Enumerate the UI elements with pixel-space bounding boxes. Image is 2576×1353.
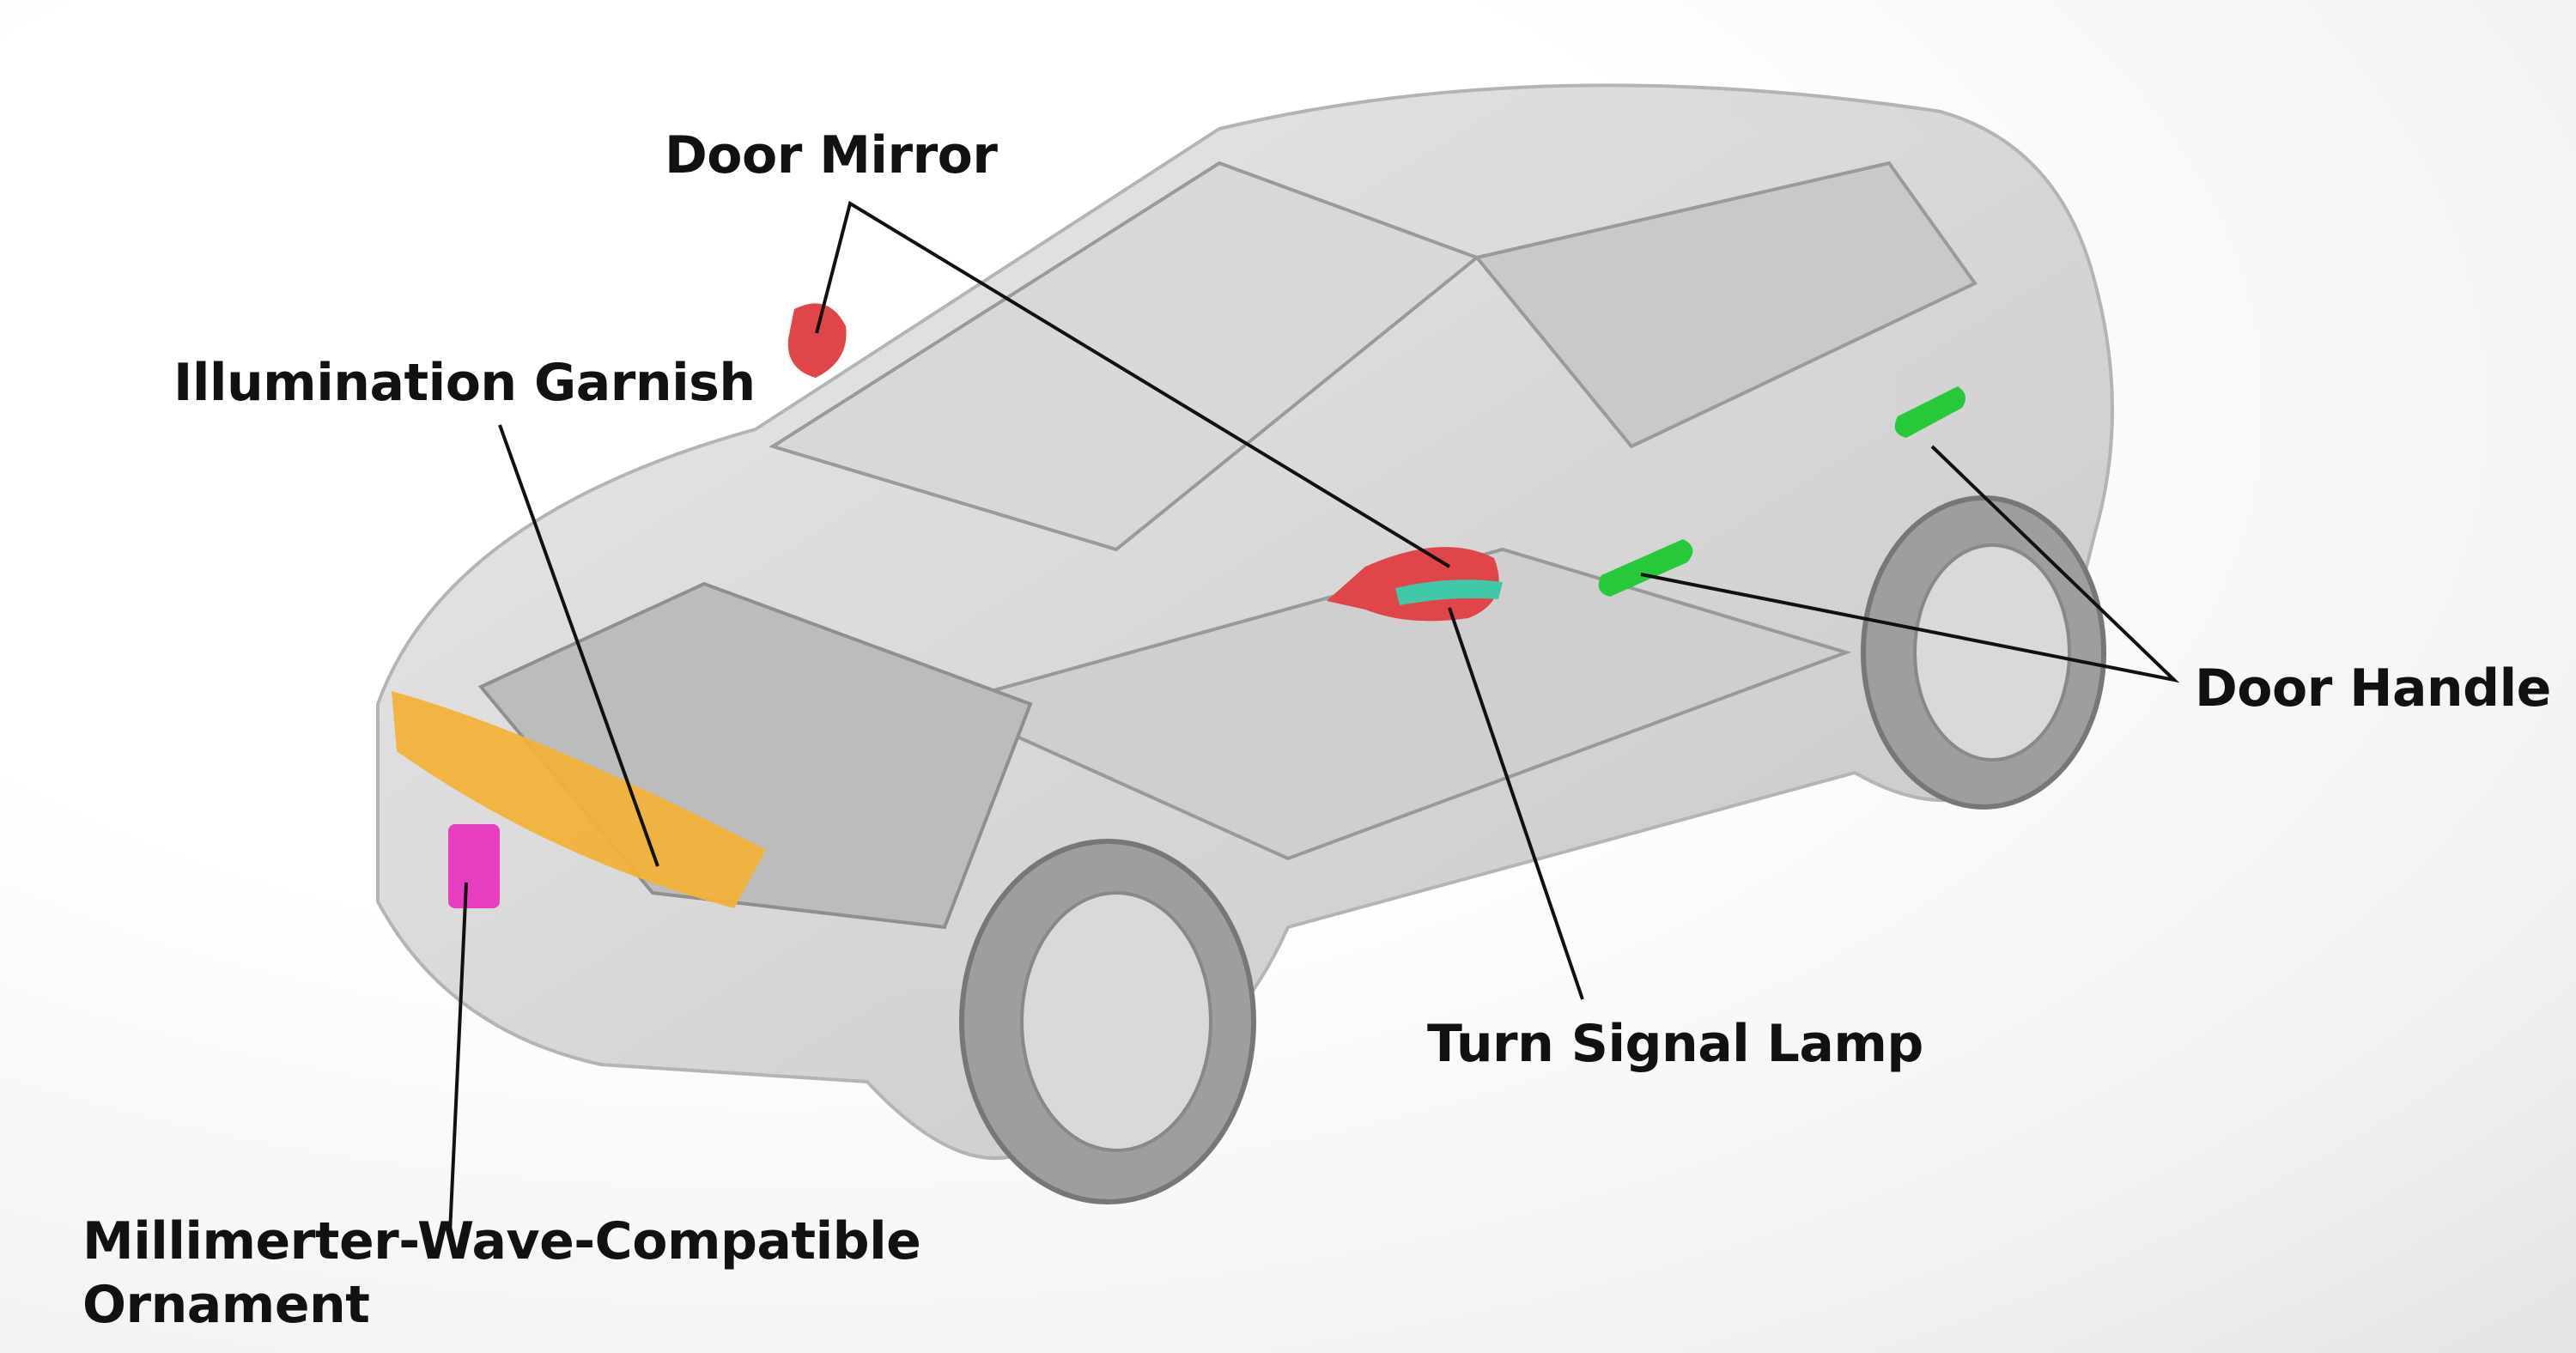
leader-illumination-garnish bbox=[498, 424, 659, 867]
label-illumination-garnish: Illumination Garnish bbox=[173, 353, 756, 413]
mmwave-ornament-highlight bbox=[448, 824, 500, 908]
label-mmwave-ornament-line1: Millimerter-Wave-Compatible bbox=[82, 1211, 921, 1271]
turn-signal-highlight bbox=[1395, 579, 1503, 605]
leader-mmwave-ornament bbox=[448, 882, 468, 1234]
leader-door-handle bbox=[1640, 445, 2180, 683]
illumination-garnish-highlight bbox=[392, 691, 766, 908]
rear-wheel bbox=[1861, 495, 2106, 810]
door-handle-front-highlight bbox=[1598, 539, 1693, 597]
label-door-mirror: Door Mirror bbox=[665, 125, 998, 185]
leader-door-mirror bbox=[815, 200, 1451, 568]
battery-floor bbox=[939, 547, 1852, 861]
leader-turn-signal bbox=[1448, 607, 1584, 1000]
label-turn-signal-lamp: Turn Signal Lamp bbox=[1427, 1014, 1923, 1074]
door-mirror-highlight bbox=[787, 303, 847, 378]
door-handle-rear-highlight bbox=[1894, 386, 1965, 438]
side-windows bbox=[1473, 161, 1978, 449]
label-door-handle: Door Handle bbox=[2195, 658, 2551, 719]
label-mmwave-ornament-line2: Ornament bbox=[82, 1275, 370, 1335]
side-mirror-highlight bbox=[1327, 547, 1499, 622]
leader-lines bbox=[448, 200, 2180, 1234]
front-wheel bbox=[959, 839, 1256, 1204]
